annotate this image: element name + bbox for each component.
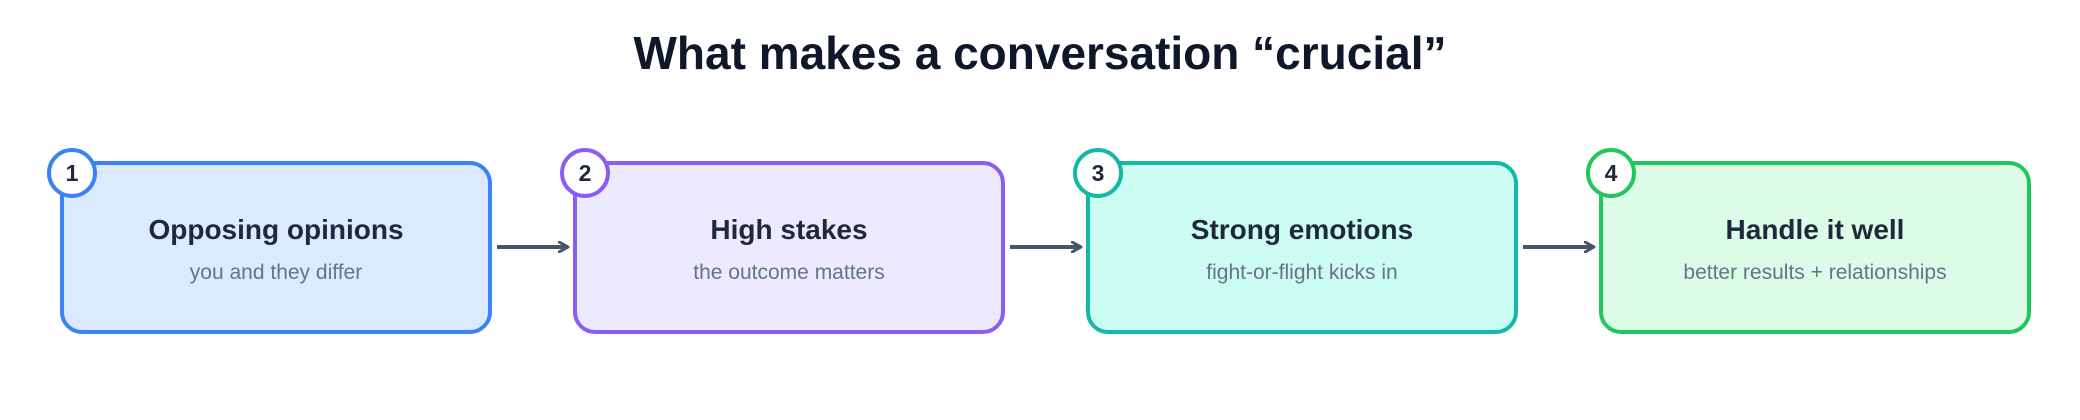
step-card-4: Handle it well better results + relation…: [1586, 148, 2031, 334]
step-card-3: Strong emotions fight-or-flight kicks in…: [1073, 148, 1518, 334]
step-card-3-title: Strong emotions: [1191, 214, 1413, 245]
step-card-1-box: [60, 161, 492, 334]
step-badge-4-number: 4: [1605, 160, 1618, 186]
step-card-2-title: High stakes: [710, 214, 867, 245]
step-card-2-box: [573, 161, 1005, 334]
step-badge-2-number: 2: [579, 160, 592, 186]
step-badge-4: [1586, 148, 1636, 198]
step-card-2: High stakes the outcome matters 2: [560, 148, 1005, 334]
step-badge-3: [1073, 148, 1123, 198]
step-card-4-box: [1599, 161, 2031, 334]
step-card-1-subtitle: you and they differ: [190, 261, 362, 284]
step-badge-3-number: 3: [1092, 160, 1105, 186]
step-card-3-subtitle: fight-or-flight kicks in: [1206, 261, 1397, 284]
step-card-1-title: Opposing opinions: [148, 214, 403, 245]
step-badge-1: [47, 148, 97, 198]
step-card-4-subtitle: better results + relationships: [1683, 261, 1946, 284]
step-card-3-box: [1086, 161, 1518, 334]
step-badge-2: [560, 148, 610, 198]
step-badge-1-number: 1: [66, 160, 79, 186]
step-card-1: Opposing opinions you and they differ 1: [47, 148, 492, 334]
page-title: What makes a conversation “crucial”: [633, 27, 1447, 79]
step-card-2-subtitle: the outcome matters: [693, 261, 884, 284]
step-card-4-title: Handle it well: [1726, 214, 1905, 245]
